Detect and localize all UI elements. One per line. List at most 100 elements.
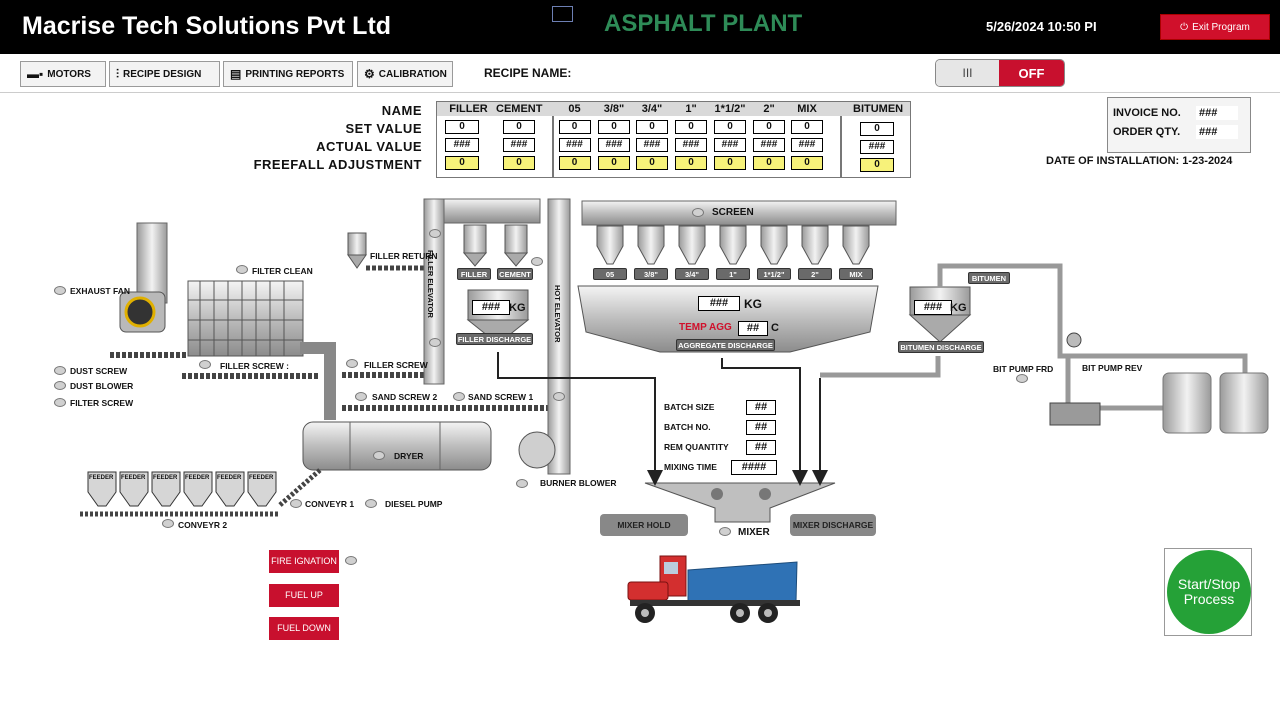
mixing-time-value: ####: [731, 460, 777, 475]
freefall-cell[interactable]: 0: [636, 156, 668, 170]
col-header: BITUMEN: [853, 103, 904, 115]
set-value-cell[interactable]: 0: [598, 120, 630, 134]
set-value-cell[interactable]: 0: [860, 122, 894, 136]
filler-weight-unit: KG: [509, 302, 526, 314]
invoice-no-value[interactable]: ###: [1196, 106, 1238, 120]
filler-elevator: [423, 198, 445, 385]
bitumen-plate: BITUMEN: [968, 272, 1010, 284]
set-value-cell[interactable]: 0: [445, 120, 479, 134]
burner-blower-indicator: [516, 479, 528, 488]
hopper-plate: 1": [716, 268, 750, 280]
filler-screw-1-label: FILLER SCREW :: [220, 361, 289, 371]
freefall-cell[interactable]: 0: [445, 156, 479, 170]
filler-elevator-indicator: [429, 229, 441, 238]
freefall-cell[interactable]: 0: [558, 156, 591, 170]
filler-discharge-plate[interactable]: FILLER DISCHARGE: [456, 333, 533, 345]
filter-screw-label: FILTER SCREW: [70, 398, 134, 408]
burner-blower-label: BURNER BLOWER: [540, 478, 617, 488]
filler-return-silo: [347, 232, 367, 269]
freefall-cell[interactable]: 0: [714, 156, 746, 170]
fire-ignition-indicator: [345, 556, 357, 565]
plant-on-off-toggle[interactable]: III OFF: [935, 59, 1065, 87]
order-qty-value[interactable]: ###: [1196, 125, 1238, 139]
dryer-indicator: [373, 451, 385, 460]
batch-size-label: BATCH SIZE: [664, 402, 715, 412]
actual-value-cell[interactable]: ###: [714, 138, 746, 152]
set-value-cell[interactable]: 0: [714, 120, 746, 134]
mixing-time-label: MIXING TIME: [664, 462, 717, 472]
actual-value-cell[interactable]: ###: [860, 140, 894, 154]
start-stop-button[interactable]: Start/Stop Process: [1167, 550, 1251, 634]
hopper-plate: 2": [798, 268, 832, 280]
set-value-cell[interactable]: 0: [753, 120, 785, 134]
actual-value-cell[interactable]: ###: [675, 138, 707, 152]
cement-indicator: [531, 257, 543, 266]
feeder-bin: [119, 471, 149, 507]
freefall-cell[interactable]: 0: [503, 156, 535, 170]
sand-screw-1-indicator: [453, 392, 465, 401]
exit-program-button[interactable]: ⏻ Exit Program: [1160, 14, 1270, 40]
col-header: FILLER: [449, 103, 488, 115]
actual-value-cell[interactable]: ###: [598, 138, 630, 152]
fire-ignition-button[interactable]: FIRE IGNATION: [269, 550, 339, 573]
freefall-cell[interactable]: 0: [675, 156, 707, 170]
filter-clean-indicator: [236, 265, 248, 274]
freefall-cell[interactable]: 0: [598, 156, 630, 170]
feeder-bin: [215, 471, 245, 507]
aggregate-discharge-plate[interactable]: AGGREGATE DISCHARGE: [676, 339, 775, 351]
col-header: 3/8": [603, 103, 625, 115]
col-header: 05: [568, 103, 581, 115]
bitumen-tanks: [1049, 332, 1269, 434]
temp-agg-label: TEMP AGG: [679, 322, 732, 333]
freefall-cell[interactable]: 0: [860, 158, 894, 172]
hopper-plate: 3/4": [675, 268, 709, 280]
freefall-cell[interactable]: 0: [753, 156, 785, 170]
fuel-down-button[interactable]: FUEL DOWN: [269, 617, 339, 640]
actual-value-cell[interactable]: ###: [445, 138, 479, 152]
actual-value-cell[interactable]: ###: [636, 138, 668, 152]
mixer-discharge-button[interactable]: MIXER DISCHARGE: [790, 514, 876, 536]
actual-value-row-label: ACTUAL VALUE: [316, 139, 422, 154]
exhaust-fan-label: EXHAUST FAN: [70, 286, 130, 296]
hopper-bin: [760, 225, 788, 265]
set-value-cell[interactable]: 0: [675, 120, 707, 134]
dust-screw-label: DUST SCREW: [70, 366, 128, 376]
filler-cement-silos: [462, 224, 529, 267]
actual-value-cell[interactable]: ###: [503, 138, 535, 152]
toolbar-divider: [0, 92, 1280, 93]
aggregate-weight-value: ###: [698, 296, 740, 311]
calibration-button[interactable]: ⚙ CALIBRATION: [357, 61, 453, 87]
motor-icon: ▬▪: [27, 67, 44, 81]
bitumen-discharge-plate[interactable]: BITUMEN DISCHARGE: [898, 341, 984, 353]
actual-value-cell[interactable]: ###: [791, 138, 823, 152]
freefall-cell[interactable]: 0: [791, 156, 823, 170]
cement-bin-plate: CEMENT: [497, 268, 533, 280]
rem-quantity-value: ##: [746, 440, 776, 455]
dust-screw-indicator: [54, 366, 66, 375]
actual-value-cell[interactable]: ###: [753, 138, 785, 152]
filler-return-label: FILLER RETURN: [370, 251, 438, 261]
screen-duct: [581, 200, 897, 226]
invoice-no-label: INVOICE NO.: [1113, 107, 1181, 119]
set-value-cell[interactable]: 0: [636, 120, 668, 134]
sand-screw-2-indicator: [355, 392, 367, 401]
printing-reports-button[interactable]: ▤ PRINTING REPORTS: [223, 61, 353, 87]
feeder-label: FEEDER: [153, 475, 178, 481]
screen-indicator: [692, 208, 704, 217]
recipe-design-button[interactable]: ⫶ RECIPE DESIGN: [109, 61, 220, 87]
set-value-cell[interactable]: 0: [558, 120, 591, 134]
window-icon[interactable]: [552, 6, 573, 22]
set-value-cell[interactable]: 0: [791, 120, 823, 134]
exhaust-duct: [300, 342, 336, 420]
set-value-cell[interactable]: 0: [503, 120, 535, 134]
motors-button[interactable]: ▬▪ MOTORS: [20, 61, 106, 87]
fuel-up-button[interactable]: FUEL UP: [269, 584, 339, 607]
feeder-bin: [247, 471, 277, 507]
temp-agg-unit: C: [771, 322, 779, 334]
diesel-pump-label: DIESEL PUMP: [385, 499, 443, 509]
col-header: CEMENT: [496, 103, 543, 115]
actual-value-cell[interactable]: ###: [558, 138, 591, 152]
col-header: MIX: [797, 103, 817, 115]
mixer-hold-button[interactable]: MIXER HOLD: [600, 514, 688, 536]
dryer-label: DRYER: [394, 451, 424, 461]
